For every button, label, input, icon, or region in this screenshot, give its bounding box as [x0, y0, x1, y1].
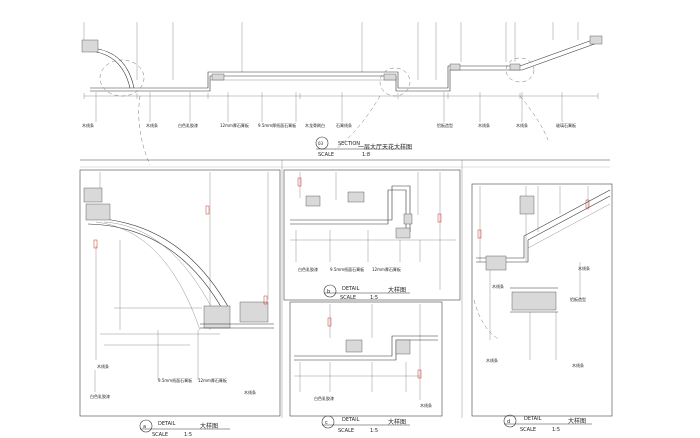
detail-d: 木线条 木线条 铝板造型 木线条 木线条 d DETAIL SCALE 1:5 …	[471, 183, 613, 433]
detail-d-note: 木线条	[578, 265, 590, 271]
section-note: 石膏线条	[336, 122, 352, 128]
detail-c-scale: 1:5	[370, 428, 378, 434]
detail-a-note: 木线条	[97, 363, 109, 369]
detail-d-scale: 1:5	[552, 427, 560, 433]
section-label: SECTION	[338, 141, 360, 147]
detail-c-label: DETAIL	[342, 417, 360, 423]
detail-c-scale-prefix: SCALE	[338, 428, 354, 434]
detail-d-note: 铝板造型	[570, 296, 586, 302]
detail-b-note: 12mm厚石膏板	[372, 266, 401, 272]
section-title: 一层大厅天花大样图	[358, 143, 412, 151]
detail-a-note: 白色乳胶漆	[90, 393, 110, 399]
detail-c-title: 大样图	[388, 418, 406, 426]
detail-d-title: 大样图	[568, 417, 586, 425]
section-note: 12mm厚石膏板	[220, 122, 249, 128]
section-note: 木线条	[516, 122, 528, 128]
section-note: 白色乳胶漆	[178, 122, 198, 128]
section-note: 木龙骨刷白	[305, 122, 325, 128]
detail-a-scale: 1:5	[184, 432, 192, 438]
detail-d-note: 木线条	[572, 362, 584, 368]
detail-c-note: 木线条	[420, 402, 432, 408]
detail-d-letter: d	[507, 419, 510, 425]
detail-a-note: 12mm厚石膏板	[198, 377, 227, 383]
detail-d-note: 木线条	[492, 283, 504, 289]
detail-a: 木线条 白色乳胶漆 9.5mm纸面石膏板 12mm厚石膏板 木线条 a DETA…	[79, 169, 281, 438]
detail-b: 白色乳胶漆 9.5mm纸面石膏板 12mm厚石膏板 b DETAIL SCALE…	[283, 169, 461, 301]
detail-d-label: DETAIL	[524, 416, 542, 422]
detail-b-scale: 1:5	[370, 295, 378, 301]
detail-d-scale-prefix: SCALE	[520, 427, 536, 433]
section-number: 03	[318, 141, 324, 146]
detail-a-label: DETAIL	[158, 421, 176, 427]
section-note: 玻璃石膏板	[556, 122, 576, 128]
detail-b-letter: b	[327, 289, 330, 295]
section-note: 木线条	[146, 122, 158, 128]
detail-d-note: 木线条	[486, 357, 498, 363]
section-note: 木线条	[82, 122, 94, 128]
detail-a-letter: a	[143, 424, 146, 430]
detail-b-scale-prefix: SCALE	[340, 295, 356, 301]
detail-c-letter: c	[325, 420, 328, 426]
detail-b-note: 白色乳胶漆	[298, 266, 318, 272]
detail-c: 白色乳胶漆 木线条 c DETAIL SCALE 1:5 大样图	[289, 301, 443, 434]
detail-a-title: 大样图	[200, 422, 218, 430]
detail-b-title: 大样图	[388, 286, 406, 294]
detail-b-note: 9.5mm纸面石膏板	[330, 266, 364, 272]
section-note: 9.5mm厚纸面石膏板	[258, 122, 296, 128]
detail-b-label: DETAIL	[342, 286, 360, 292]
detail-a-note: 9.5mm纸面石膏板	[158, 377, 192, 383]
detail-c-note: 白色乳胶漆	[314, 395, 334, 401]
section-note: 铝板造型	[437, 122, 453, 128]
section-note: 木线条	[478, 122, 490, 128]
detail-a-note: 木线条	[244, 389, 256, 395]
section-scale-prefix: SCALE	[318, 152, 334, 158]
detail-a-scale-prefix: SCALE	[152, 432, 168, 438]
section-scale: 1:8	[362, 152, 370, 158]
section-elevation: 木线条 木线条 白色乳胶漆 12mm厚石膏板 9.5mm厚纸面石膏板 木龙骨刷白…	[81, 22, 603, 166]
